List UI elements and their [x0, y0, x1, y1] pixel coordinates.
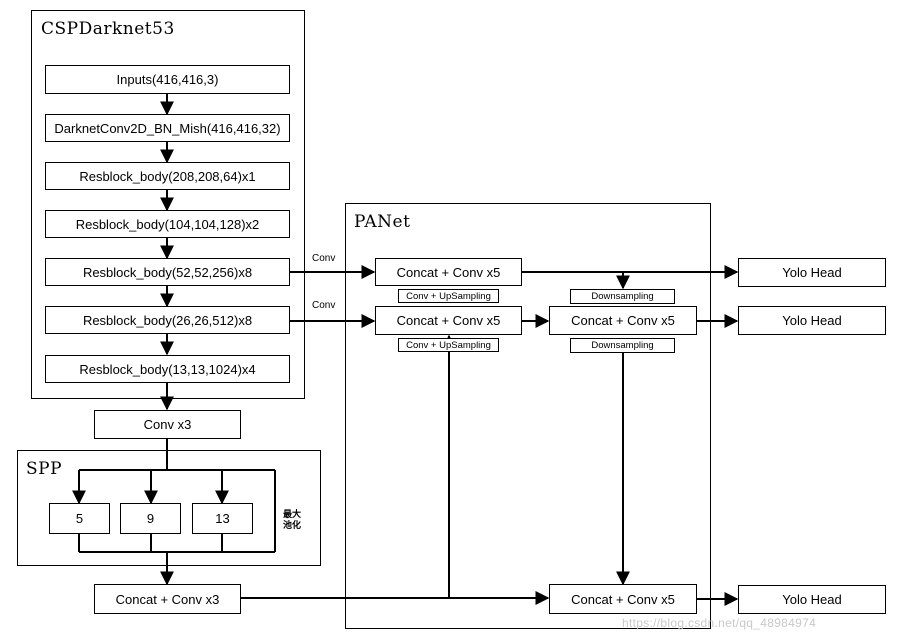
panet-concat-1-node: Concat + Conv x5 — [375, 258, 522, 286]
upsampling-tag-2: Conv + UpSampling — [398, 338, 499, 352]
concat-conv-x3-node: Concat + Conv x3 — [94, 584, 241, 614]
panet-group: PANet — [345, 203, 711, 629]
panet-title: PANet — [354, 212, 411, 232]
pool-5-node: 5 — [49, 503, 110, 534]
panet-concat-4-node: Concat + Conv x5 — [549, 584, 697, 614]
resblock-5-node: Resblock_body(13,13,1024)x4 — [45, 355, 290, 383]
pool-13-node: 13 — [192, 503, 253, 534]
downsampling-tag-2: Downsampling — [570, 338, 675, 353]
resblock-1-node: Resblock_body(208,208,64)x1 — [45, 162, 290, 190]
yolo-head-1-node: Yolo Head — [738, 258, 886, 287]
conv-label-b: Conv — [312, 300, 336, 311]
resblock-4-node: Resblock_body(26,26,512)x8 — [45, 306, 290, 334]
resblock-2-node: Resblock_body(104,104,128)x2 — [45, 210, 290, 238]
spp-group: SPP — [17, 450, 321, 566]
panet-concat-2-node: Concat + Conv x5 — [375, 306, 522, 335]
spp-title: SPP — [26, 459, 63, 479]
resblock-3-node: Resblock_body(52,52,256)x8 — [45, 258, 290, 286]
darknet-conv-node: DarknetConv2D_BN_Mish(416,416,32) — [45, 114, 290, 142]
backbone-title: CSPDarknet53 — [41, 19, 175, 39]
upsampling-tag-1: Conv + UpSampling — [398, 289, 499, 303]
max-pool-note: 最大 池化 — [283, 509, 302, 530]
downsampling-tag-1: Downsampling — [570, 289, 675, 304]
pool-9-node: 9 — [120, 503, 181, 534]
backbone-group: CSPDarknet53 — [31, 10, 305, 399]
inputs-node: Inputs(416,416,3) — [45, 65, 290, 94]
yolo-head-3-node: Yolo Head — [738, 585, 886, 614]
panet-concat-3-node: Concat + Conv x5 — [549, 306, 697, 335]
conv-label-a: Conv — [312, 253, 336, 264]
conv-x3-node: Conv x3 — [94, 410, 241, 439]
yolo-head-2-node: Yolo Head — [738, 306, 886, 335]
watermark-text: https://blog.csdn.net/qq_48984974 — [622, 616, 817, 630]
